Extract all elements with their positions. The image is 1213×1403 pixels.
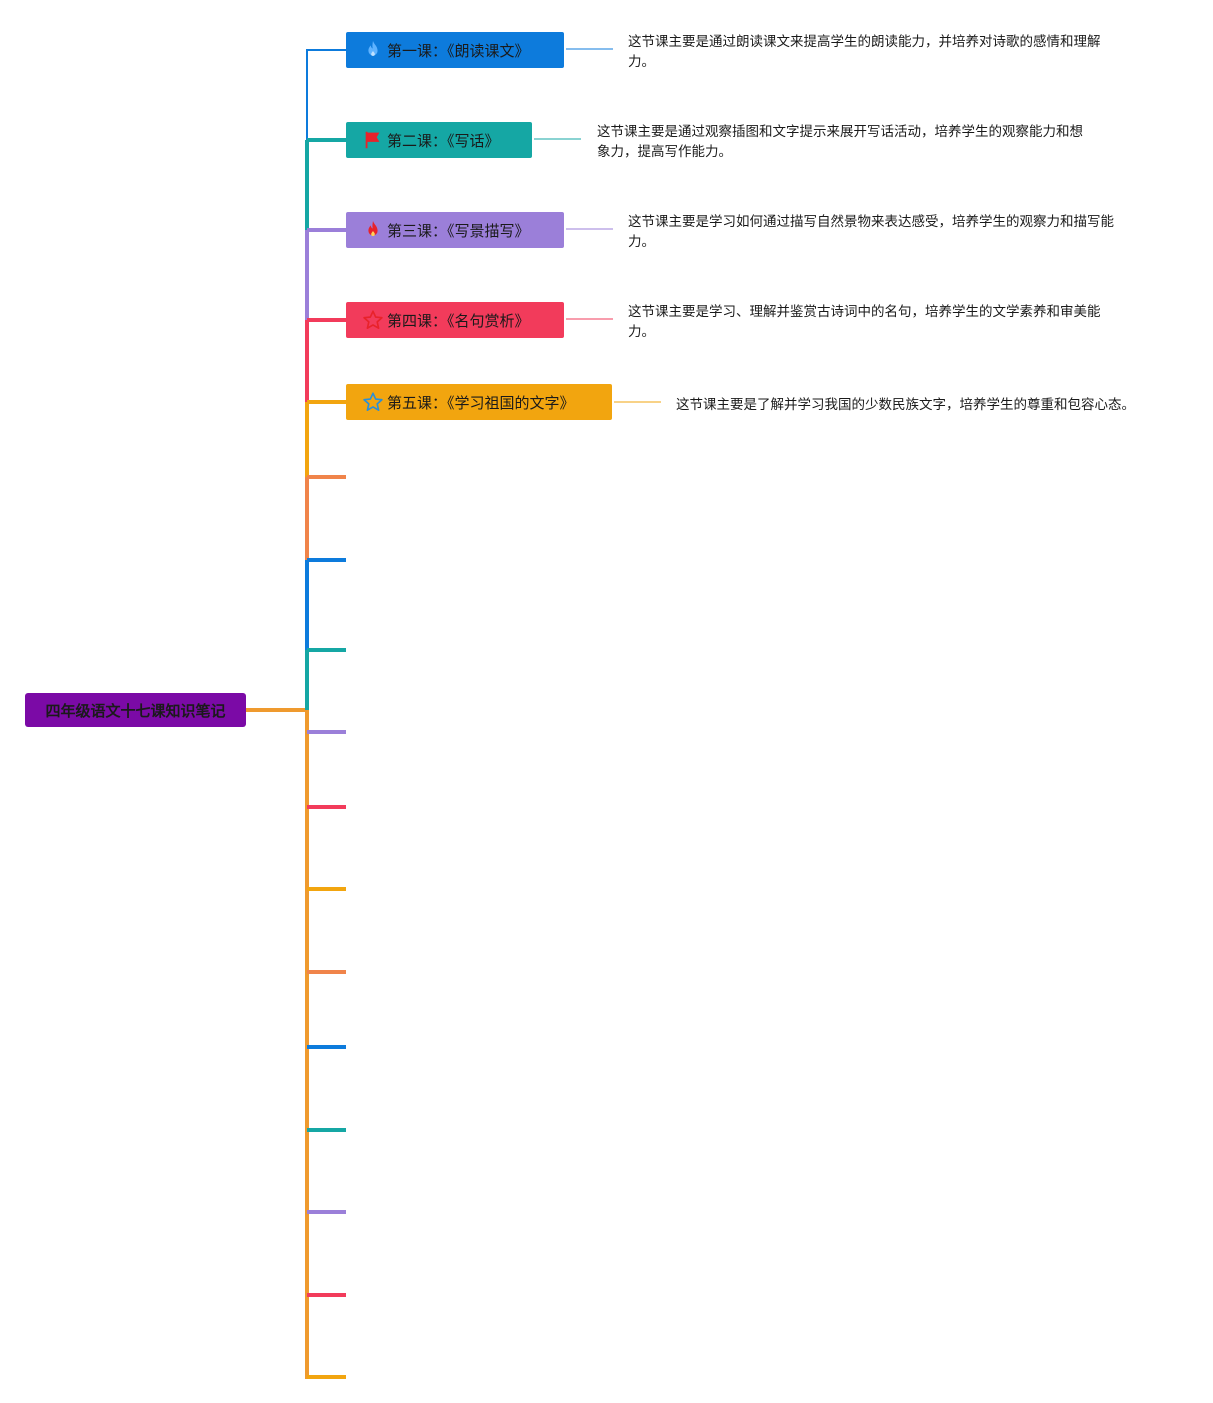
root-topic[interactable]: 四年级语文十七课知识笔记 xyxy=(25,693,246,727)
lesson-topic[interactable]: 第二课：《写话》 xyxy=(346,122,532,158)
star-outline-icon xyxy=(362,391,384,413)
root-topic-label: 四年级语文十七课知识笔记 xyxy=(45,701,226,720)
lesson-topic-label: 第一课：《朗读课文》 xyxy=(387,41,530,60)
lesson-topic[interactable]: 第四课：《名句赏析》 xyxy=(346,302,564,338)
fire-icon xyxy=(362,219,384,241)
lesson-topic-label: 第二课：《写话》 xyxy=(387,131,500,150)
star-icon xyxy=(362,309,384,331)
lesson-note: 这节课主要是了解并学习我国的少数民族文字，培养学生的尊重和包容心态。 xyxy=(676,397,1135,413)
lesson-topic[interactable]: 第三课：《写景描写》 xyxy=(346,212,564,248)
lesson-topic[interactable]: 第一课：《朗读课文》 xyxy=(346,32,564,68)
lesson-topic[interactable]: 第五课：《学习祖国的文字》 xyxy=(346,384,612,420)
lesson-note: 这节课主要是通过朗读课文来提高学生的朗读能力，并培养对诗歌的感情和理解力。 xyxy=(628,34,1101,70)
lesson-topic-label: 第三课：《写景描写》 xyxy=(387,221,530,240)
lesson-topic-label: 第四课：《名句赏析》 xyxy=(387,311,530,330)
lesson-note: 这节课主要是学习如何通过描写自然景物来表达感受，培养学生的观察力和描写能力。 xyxy=(628,214,1114,250)
flag-icon xyxy=(362,129,384,151)
lesson-topic-label: 第五课：《学习祖国的文字》 xyxy=(387,393,575,412)
lesson-note: 这节课主要是通过观察插图和文字提示来展开写话活动，培养学生的观察能力和想象力，提… xyxy=(597,124,1083,160)
flame-icon xyxy=(362,39,384,61)
lesson-note: 这节课主要是学习、理解并鉴赏古诗词中的名句，培养学生的文学素养和审美能力。 xyxy=(628,304,1101,340)
